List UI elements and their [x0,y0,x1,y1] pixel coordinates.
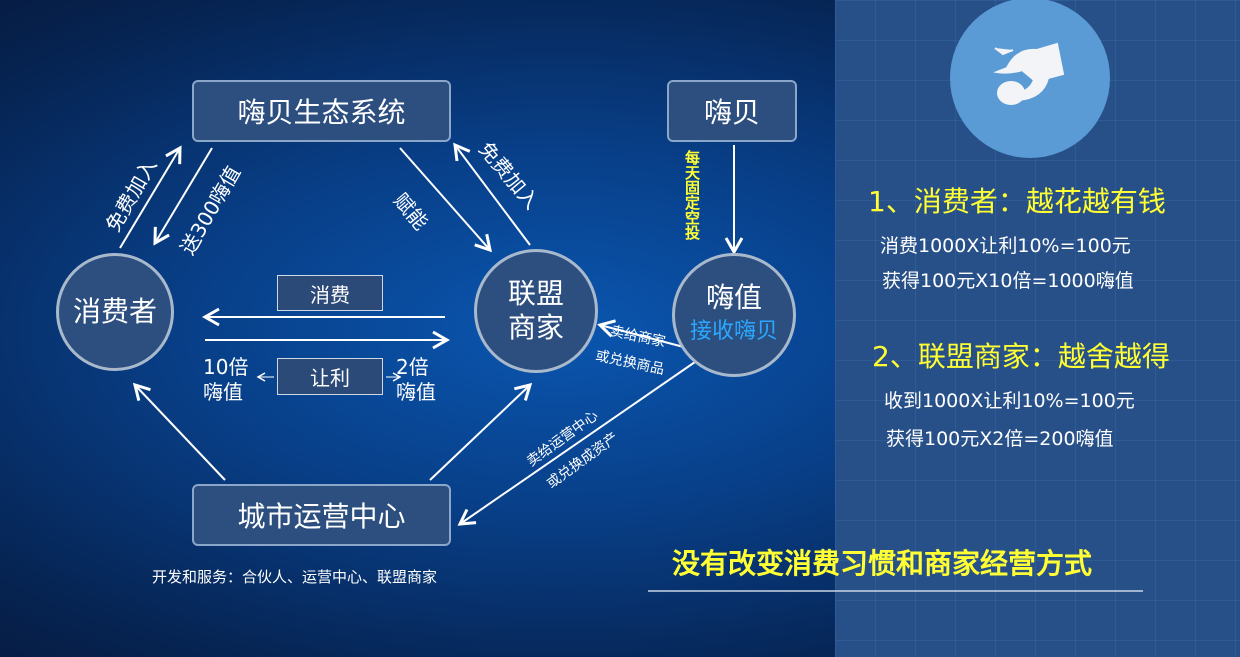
ten-times-label: 10倍嗨值 [203,355,249,404]
node-haizhi: 嗨值接收嗨贝 [672,253,796,377]
merchant-line-1: 收到1000X让利10%=100元 [884,390,1135,412]
haizhi-label: 嗨值 [705,281,762,314]
handshake-icon [950,0,1110,158]
consumer-line-1: 消费1000X让利10%=100元 [880,235,1131,257]
merchant-label-2: 商家 [507,311,564,344]
arrow-ecosystem-to-merchant [399,147,493,253]
arrow-city-to-merchant [429,382,533,481]
arrow-consumer-to-ecosystem [119,145,182,249]
merchant-heading: 2、联盟商家：越舍越得 [872,340,1170,373]
arrow-haizhi-to-city [457,361,696,526]
slogan: 没有改变消费习惯和商家经营方式 [672,547,1093,580]
consumer-line-2: 获得100元X10倍=1000嗨值 [882,270,1134,292]
arrow-ecosystem-to-consumer [153,147,213,246]
consumer-heading: 1、消费者：越花越有钱 [868,185,1166,218]
footer-note: 开发和服务：合伙人、运营中心、联盟商家 [152,568,438,586]
merchant-label-1: 联盟 [507,277,564,310]
node-merchant: 联盟商家 [474,249,598,373]
daily-airdrop-label: 每天固定空投 [683,150,701,240]
node-consumer: 消费者 [56,253,174,371]
arrow-merchant-to-ecosystem [453,142,531,246]
node-ecosystem: 嗨贝生态系统 [192,80,451,142]
rebate-box: 让利 [277,358,383,395]
node-haibei: 嗨贝 [667,80,797,142]
consumer-label: 消费者 [72,295,157,328]
haizhi-sub-label: 接收嗨贝 [689,319,778,344]
arrow-haizhi-to-merchant [597,319,696,351]
consume-box: 消费 [277,275,383,311]
arrow-city-to-consumer [132,382,226,481]
two-times-label: 2倍嗨值 [396,355,436,404]
merchant-line-2: 获得100元X2倍=200嗨值 [886,428,1114,450]
node-city-center: 城市运营中心 [192,484,451,546]
